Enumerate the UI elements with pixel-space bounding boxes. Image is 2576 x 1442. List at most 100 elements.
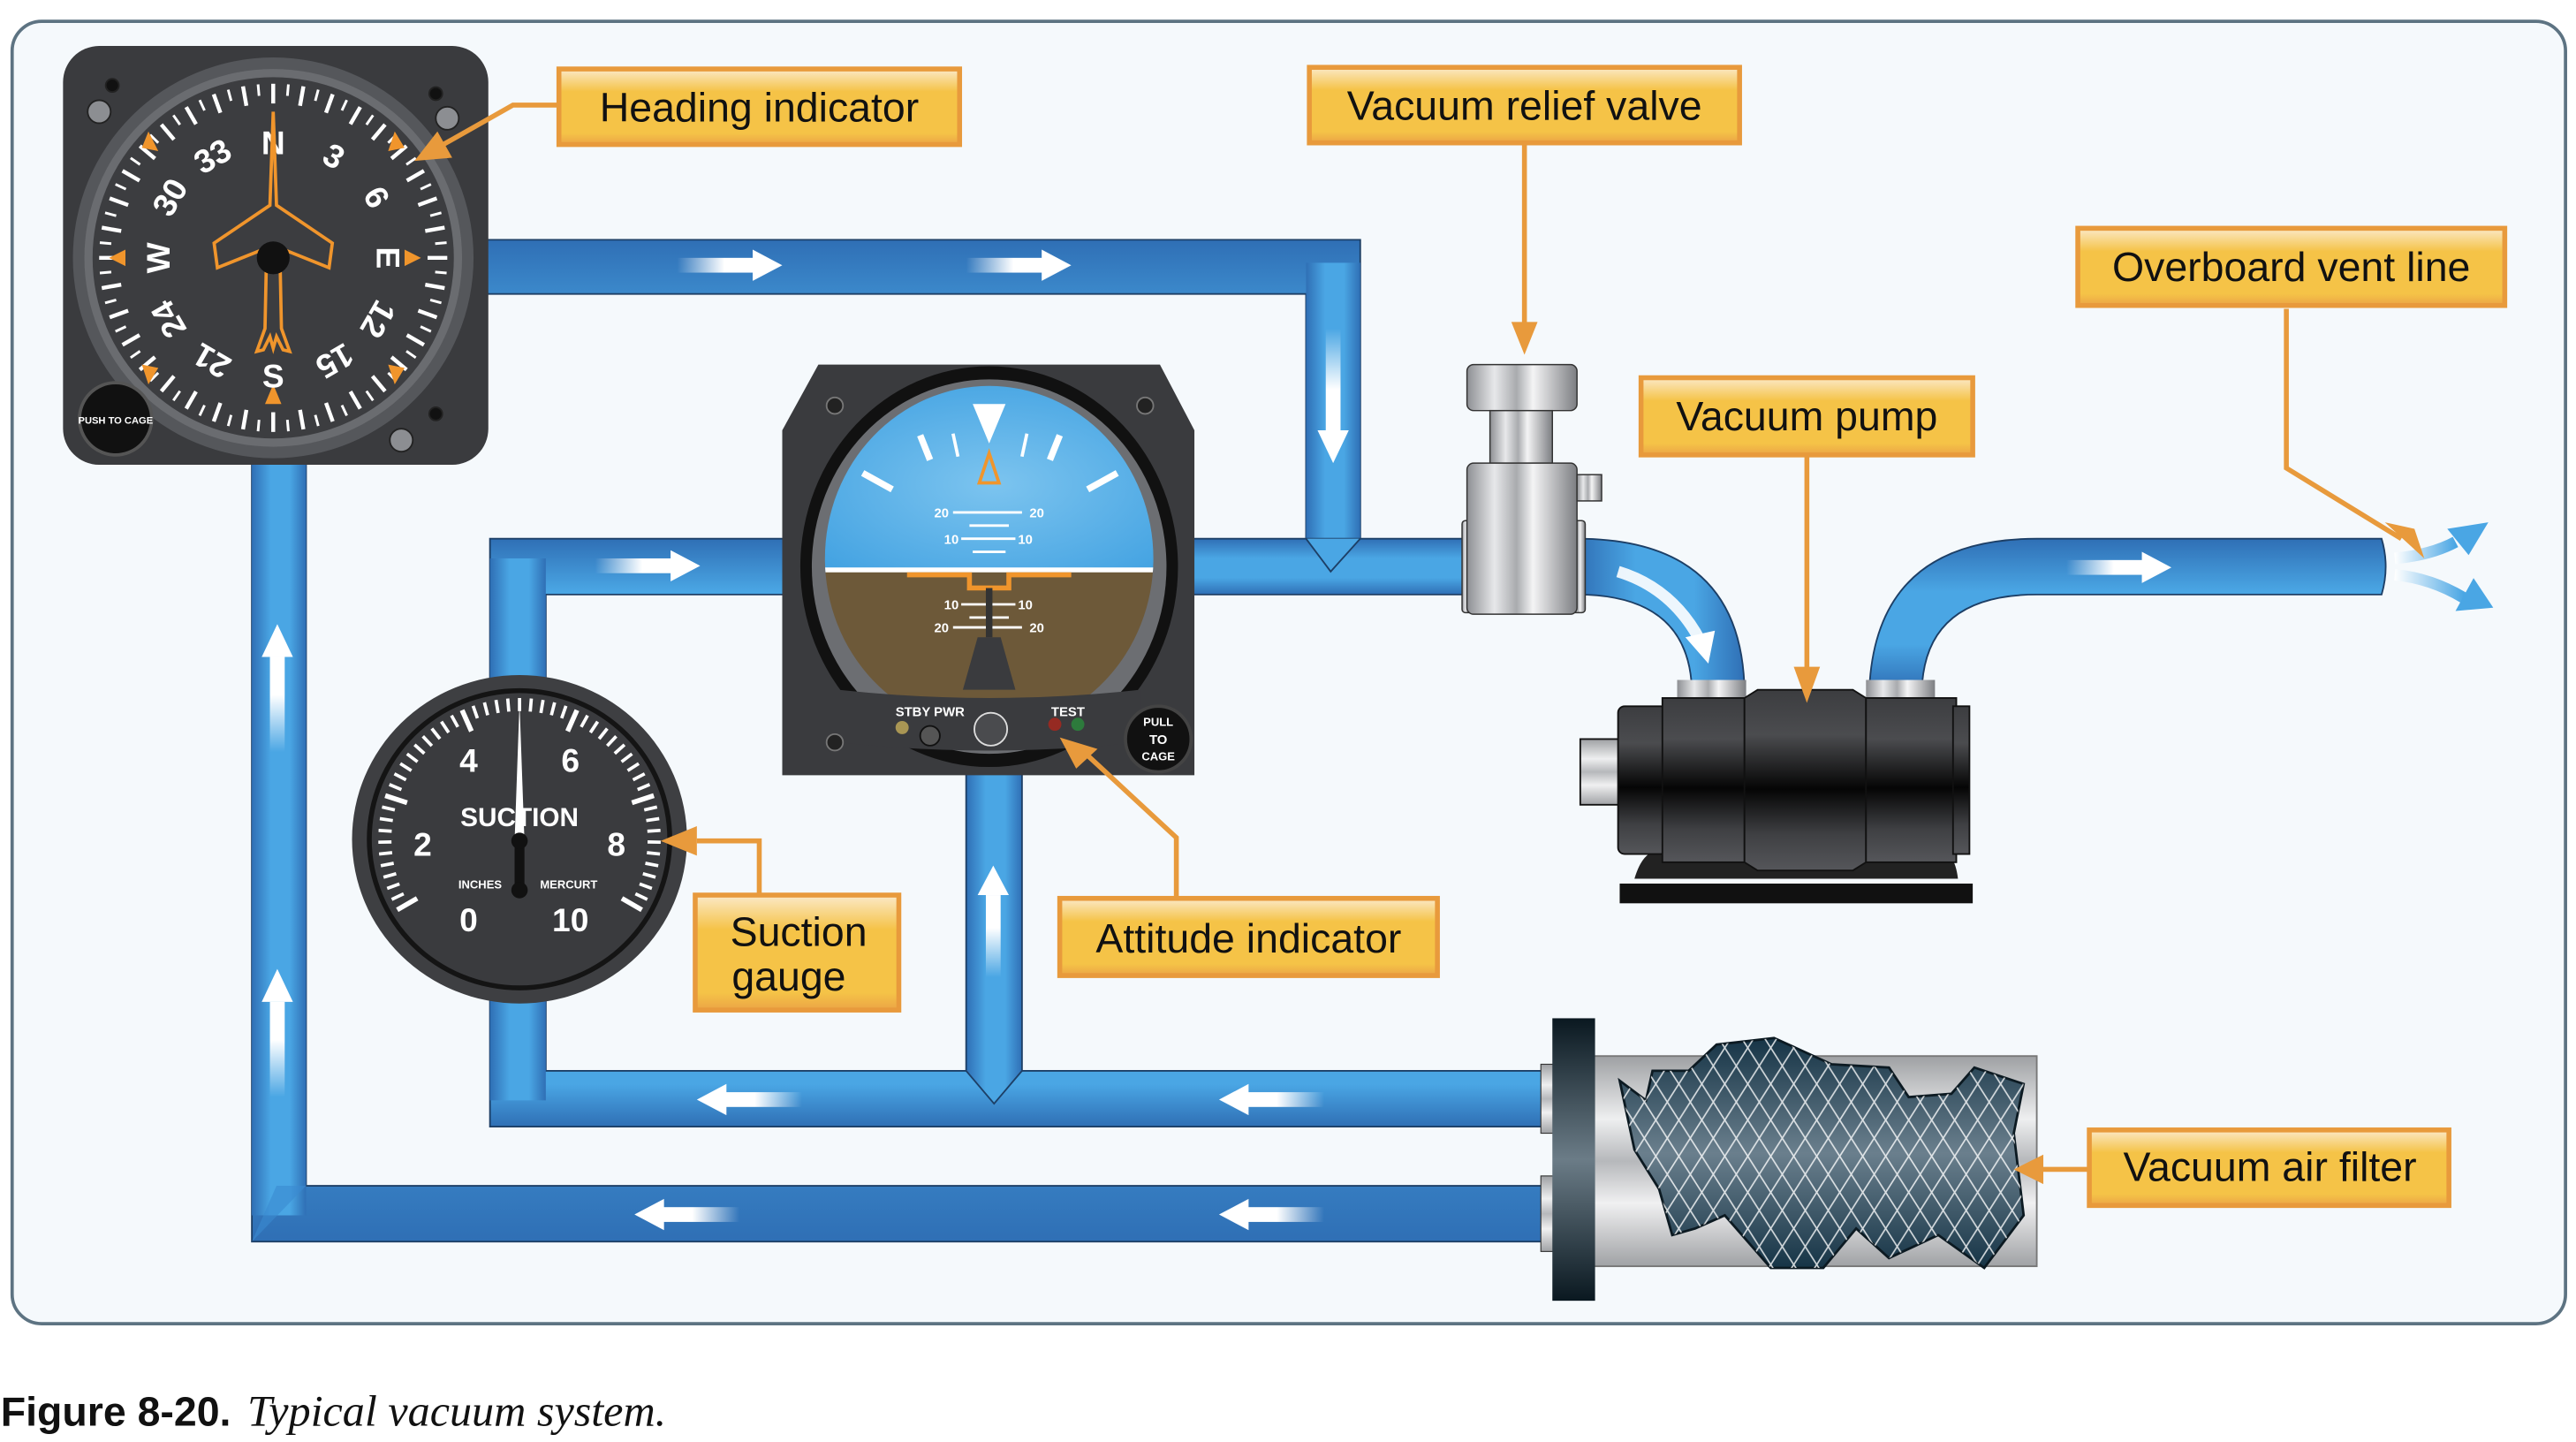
compass-tick [298, 86, 306, 107]
compass-tick [101, 225, 122, 233]
pipe-pump-to-vent [1868, 537, 2387, 691]
suction-tick [639, 882, 653, 891]
suction-tick [421, 735, 434, 748]
pitch-down10-left: 10 [944, 599, 959, 613]
pitch-up10-left: 10 [944, 533, 959, 547]
compass-tick [121, 169, 141, 183]
suction-tick [580, 714, 589, 728]
label-vacuum-relief-valve: Vacuum relief valve [1307, 65, 1742, 146]
flow-arrows [261, 249, 2494, 1231]
compass-tick [424, 225, 445, 233]
compass-ticks [99, 83, 448, 432]
pipe-attitude-to-valve [1148, 537, 1466, 596]
suction-tick [613, 743, 626, 755]
suction-scale-0: 0 [459, 901, 478, 938]
suction-tick [620, 752, 633, 763]
compass-tick [323, 402, 335, 422]
compass-tick [405, 156, 417, 166]
suction-tick [539, 699, 545, 714]
suction-tick [626, 762, 640, 772]
svg-text:Figure 8-20. Typical vac: Figure 8-20. Typical vacuum system. [1, 1385, 667, 1435]
suction-tick [389, 783, 403, 792]
pitch-up20-right: 20 [1029, 507, 1044, 521]
suction-tick [564, 709, 580, 732]
test-knob[interactable] [974, 711, 1009, 747]
compass-tick [159, 123, 176, 141]
leader-lines [436, 102, 2403, 1173]
suction-tick [637, 783, 651, 792]
suction-tick [494, 699, 500, 714]
push-to-cage-knob[interactable]: PUSH TO CAGE [78, 381, 154, 457]
compass-tick [184, 391, 198, 410]
compass-tick [99, 270, 112, 275]
cage-knob-label: PUSH TO CAGE [79, 416, 154, 427]
suction-tick [482, 702, 489, 716]
compass-tick [420, 325, 432, 333]
compass-tick [138, 355, 156, 372]
compass-tick [240, 409, 249, 430]
suction-tick [413, 743, 426, 755]
suction-tick [379, 816, 393, 823]
svg-text:Vacuum relief valve: Vacuum relief valve [1347, 83, 1702, 129]
suction-tick [605, 735, 617, 748]
compass-tick [226, 89, 233, 102]
suction-needle [511, 702, 528, 899]
compass-tick [348, 106, 362, 125]
compass-tick [211, 402, 223, 422]
flow-arrow-curved [1616, 565, 1716, 664]
attitude-indicator: 20 20 10 10 10 10 20 20 STBY PWR TEST PU… [782, 364, 1195, 776]
suction-tick [430, 727, 442, 740]
compass-tick [323, 93, 335, 114]
compass-tick [348, 391, 362, 410]
stby-pwr-label: STBY PWR [896, 705, 965, 719]
suction-tick [399, 762, 413, 772]
suction-tick [378, 851, 393, 856]
heading-indicator: N E S W 3 6 12 15 21 24 30 33 PUSH TO CA… [63, 46, 489, 466]
suction-gauge: 0 2 4 6 8 10 SUCTION INCHES MERCURT [352, 674, 687, 1004]
pitch-up20-left: 20 [935, 507, 950, 521]
suction-tick [642, 872, 656, 879]
knob-to: TO [1149, 733, 1167, 748]
compass-tick [121, 333, 141, 347]
compass-tick [138, 144, 156, 161]
flow-arrow-left [1218, 1198, 1324, 1231]
pitch-up10-right: 10 [1018, 533, 1033, 547]
compass-tick [429, 299, 442, 305]
compass-tick [101, 282, 122, 291]
svg-text:Attitude indicator: Attitude indicator [1095, 915, 1401, 961]
suction-tick [380, 861, 395, 868]
vacuum-air-filter [1540, 1018, 2038, 1302]
compass-tick [159, 375, 176, 393]
compass-tick [417, 308, 438, 320]
index-marks [109, 131, 421, 405]
suction-tick [528, 698, 534, 712]
suction-tick [471, 705, 480, 719]
suction-scale-10: 10 [552, 901, 588, 938]
stby-pwr-switch[interactable] [919, 725, 941, 747]
compass-tick [417, 196, 438, 208]
flow-arrow-right [595, 550, 701, 582]
compass-tick [405, 169, 426, 183]
label-attitude-indicator: Attitude indicator [1057, 895, 1440, 978]
suction-tick [396, 896, 419, 913]
suction-tick [643, 805, 658, 812]
suction-tick [405, 752, 419, 763]
suction-scale-ticks [378, 697, 661, 913]
svg-text:gauge: gauge [731, 953, 845, 999]
suction-tick [505, 698, 511, 712]
compass-tick [99, 241, 112, 246]
compass-tick [314, 89, 320, 102]
compass-tick [226, 414, 233, 427]
compass-tick [429, 211, 442, 217]
suction-tick [631, 793, 655, 806]
vacuum-pump [1579, 679, 1974, 904]
compass-tick [184, 106, 198, 125]
compass-tick [256, 420, 261, 432]
suction-tick [386, 882, 400, 891]
compass-tick [198, 404, 206, 417]
pull-to-cage-knob[interactable]: PULL TO CAGE [1124, 704, 1193, 774]
suction-scale-2: 2 [413, 825, 432, 862]
test-lamp-green [1071, 717, 1085, 732]
suction-tick [459, 709, 474, 732]
